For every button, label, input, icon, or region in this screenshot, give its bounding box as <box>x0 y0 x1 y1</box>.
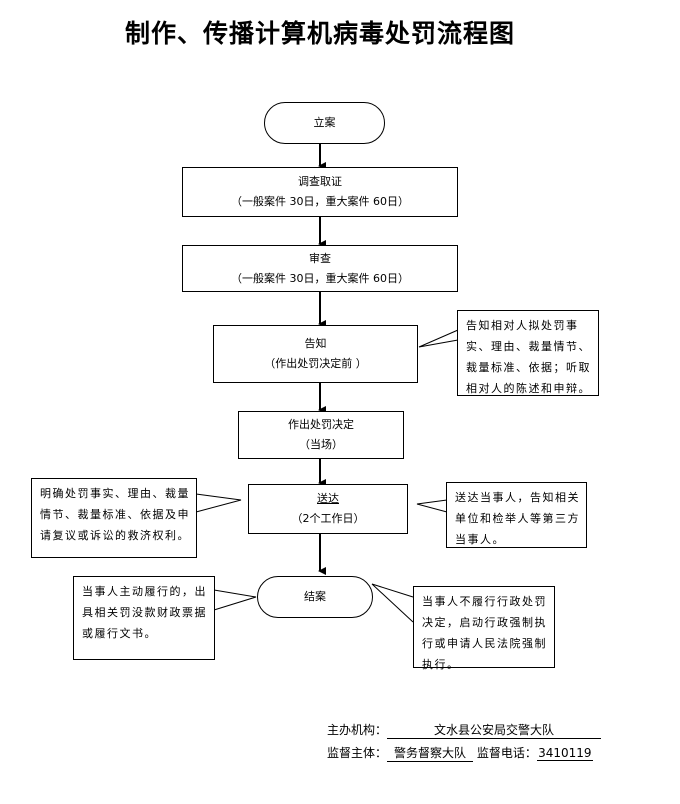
callout-pointer-deliver-left <box>195 493 242 513</box>
phone-value: 3410119 <box>536 746 593 761</box>
callout-pointer-notify <box>418 329 459 348</box>
node-review-sub: （一般案件 30日，重大案件 60日） <box>231 271 409 285</box>
node-investigate-sub: （一般案件 30日，重大案件 60日） <box>231 195 409 208</box>
node-notify-sub: （作出处罚决定前 ） <box>264 357 367 370</box>
callout-notify: 告知相对人拟处罚事实、理由、裁量情节、裁量标准、依据；听取相对人的陈述和申辩。 <box>457 310 599 396</box>
node-notify: 告知 （作出处罚决定前 ） <box>213 325 418 383</box>
node-decide-sub: （当场） <box>299 438 343 451</box>
callout-deliver-right: 送达当事人，告知相关单位和检举人等第三方当事人。 <box>446 482 587 548</box>
supervisor-label: 监督主体： <box>327 746 388 760</box>
supervisor-value: 警务督察大队 <box>387 744 474 762</box>
page-title: 制作、传播计算机病毒处罚流程图 <box>124 19 515 48</box>
node-investigate: 调查取证 （一般案件 30日，重大案件 60日） <box>182 167 458 217</box>
node-investigate-label: 调查取证 <box>298 175 342 188</box>
callout-deliver-left: 明确处罚事实、理由、裁量情节、裁量标准、依据及申请复议或诉讼的救济权利。 <box>31 478 197 558</box>
callout-pointer-close-left <box>213 589 257 611</box>
callout-pointer-close-right <box>371 583 414 623</box>
node-decide: 作出处罚决定 （当场） <box>238 411 404 459</box>
node-review: 审查 （一般案件 30日，重大案件 60日） <box>182 245 458 292</box>
organizer-label: 主办机构： <box>327 723 388 737</box>
callout-pointer-deliver-right <box>416 499 448 513</box>
node-notify-label: 告知 <box>304 337 327 350</box>
phone-label: 监督电话： <box>476 746 537 760</box>
node-decide-label: 作出处罚决定 <box>288 418 354 431</box>
node-close-label: 结案 <box>304 590 326 603</box>
node-deliver-label: 送达 <box>317 492 339 505</box>
node-deliver-sub: （2个工作日） <box>291 512 365 525</box>
node-deliver: 送达 （2个工作日） <box>248 484 408 534</box>
node-close: 结案 <box>257 576 373 618</box>
organizer-value: 文水县公安局交警大队 <box>387 721 602 739</box>
callout-close-right: 当事人不履行行政处罚决定，启动行政强制执行或申请人民法院强制执行。 <box>413 586 555 671</box>
node-start: 立案 <box>264 102 385 144</box>
node-start-label: 立案 <box>313 116 336 129</box>
node-review-label: 审查 <box>309 251 331 265</box>
callout-close-left: 当事人主动履行的，出具相关罚没款财政票据或履行文书。 <box>73 576 215 660</box>
